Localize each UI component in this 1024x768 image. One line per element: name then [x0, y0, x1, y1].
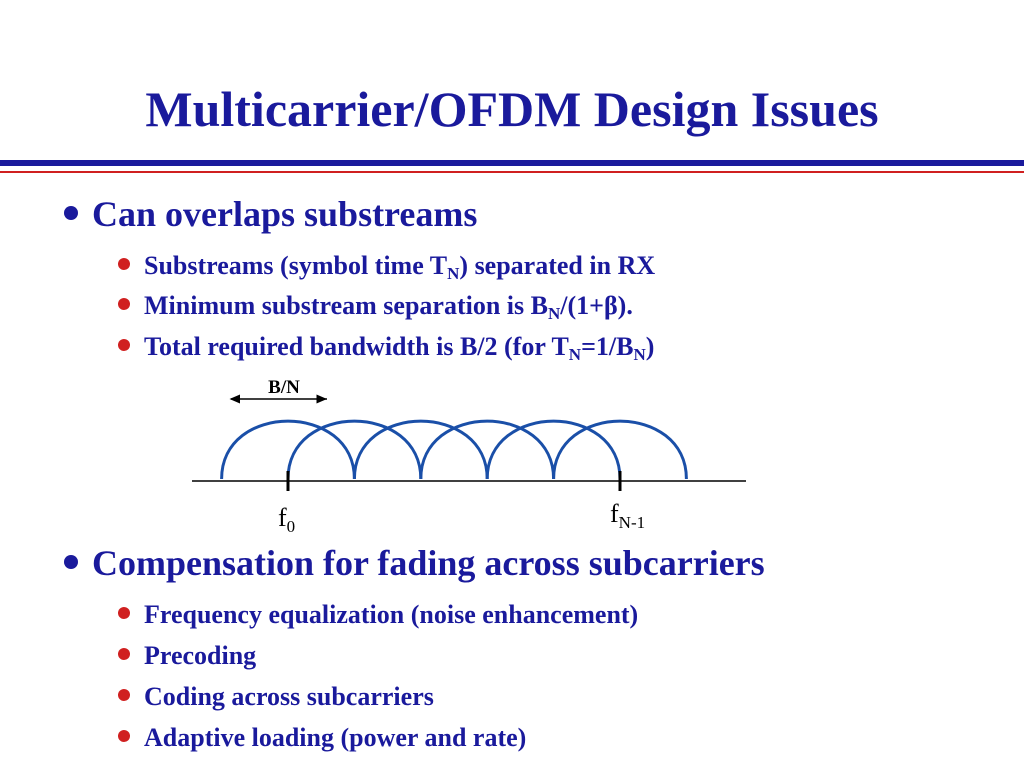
subcarrier-arc — [552, 419, 688, 480]
sub-bullet-dot-icon — [118, 607, 130, 619]
sub-bullet-dot-icon — [118, 689, 130, 701]
title-rule-blue — [0, 160, 1024, 166]
slide-title: Multicarrier/OFDM Design Issues — [145, 81, 879, 137]
sub-bullet-dot-icon — [118, 648, 130, 660]
subcarrier-arc — [286, 419, 423, 480]
title-rule-red — [0, 171, 1024, 173]
spacing-label: B/N — [268, 377, 300, 398]
last-subcarrier-label: fN-1 — [610, 499, 645, 532]
sub-bullet-dot-icon — [118, 339, 130, 351]
sub-bullet-dot-icon — [118, 298, 130, 310]
section1-item-2: Minimum substream separation is BN/(1+β)… — [118, 293, 633, 322]
subcarrier-arc — [419, 419, 556, 480]
subcarrier-arc — [352, 419, 489, 480]
sub-bullet-dot-icon — [118, 258, 130, 270]
section1-item-1: Substreams (symbol time TN) separated in… — [118, 253, 655, 282]
section1-item-3: Total required bandwidth is B/2 (for TN=… — [118, 334, 654, 363]
bullet-dot-icon — [64, 555, 78, 569]
subcarrier-arc — [220, 419, 356, 480]
section2-heading: Compensation for fading across subcarrie… — [64, 545, 765, 581]
section1-heading: Can overlaps substreams — [64, 196, 477, 232]
bullet-dot-icon — [64, 206, 78, 220]
subcarrier-arcs — [220, 419, 688, 480]
section2-item-3: Coding across subcarriers — [118, 684, 434, 710]
subcarrier-arc — [485, 419, 622, 480]
first-subcarrier-label: f0 — [278, 503, 295, 536]
section2-item-4: Adaptive loading (power and rate) — [118, 725, 526, 751]
section2-item-1: Frequency equalization (noise enhancemen… — [118, 602, 638, 628]
sub-bullet-dot-icon — [118, 730, 130, 742]
section2-item-2: Precoding — [118, 643, 256, 669]
